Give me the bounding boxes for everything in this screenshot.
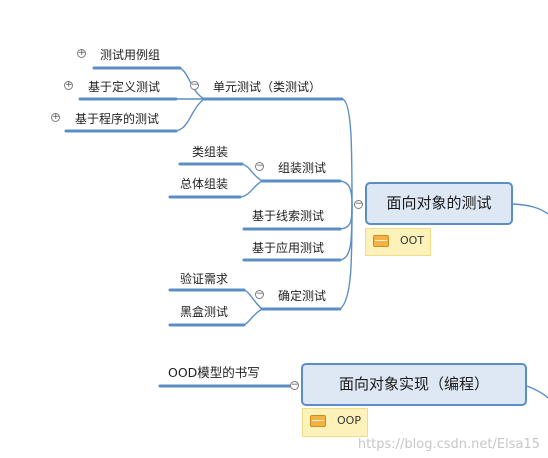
expand-icon[interactable]: + [51, 112, 60, 122]
subtopic-blackbox-test[interactable]: 黑盒测试 [180, 305, 229, 319]
expand-icon[interactable]: + [77, 48, 86, 58]
topic-ood-model-writing[interactable]: OOD模型的书写 [168, 365, 260, 380]
subtopic-total-assembly[interactable]: 总体组装 [180, 177, 229, 191]
watermark: https://blog.csdn.net/Elsa15 [357, 437, 540, 452]
connector-main-to-usage [339, 203, 353, 261]
topic-unit-test[interactable]: 单元测试（类测试） [213, 80, 322, 94]
collapse-icon[interactable]: − [255, 289, 264, 299]
note-icon [310, 415, 326, 427]
collapse-icon[interactable]: − [354, 199, 363, 209]
expand-icon[interactable]: + [64, 80, 73, 90]
collapse-icon[interactable]: − [290, 380, 299, 390]
note-oop[interactable]: OOP [302, 408, 368, 437]
subtopic-verify-requirements[interactable]: 验证需求 [180, 272, 229, 286]
connector-validation-to-children [243, 289, 263, 326]
connector-main-right [512, 203, 548, 215]
topic-thread-based-test[interactable]: 基于线索测试 [252, 209, 325, 223]
subtopic-test-case-group[interactable]: 测试用例组 [100, 48, 161, 62]
connector-main-to-unit [341, 98, 353, 205]
collapse-icon[interactable]: − [190, 80, 199, 90]
subtopic-definition-based-test[interactable]: 基于定义测试 [88, 80, 161, 94]
main-topic-oop-label: 面向对象实现（编程） [338, 375, 489, 393]
note-oop-text: OOP [337, 414, 361, 427]
collapse-icon[interactable]: − [255, 161, 264, 171]
note-oot[interactable]: OOT [365, 228, 431, 256]
connector-main-to-validation [339, 203, 353, 310]
main-topic-oot-label: 面向对象的测试 [386, 194, 492, 212]
connector-unit-to-children [175, 67, 205, 132]
main-topic-oop[interactable]: 面向对象实现（编程） [301, 363, 527, 406]
topic-validation-test[interactable]: 确定测试 [278, 289, 327, 303]
subtopic-program-based-test[interactable]: 基于程序的测试 [75, 112, 160, 126]
connector-main2-right [526, 385, 548, 399]
subtopic-class-assembly[interactable]: 类组装 [192, 145, 229, 159]
connector-main-to-integration [339, 180, 353, 205]
main-topic-oot[interactable]: 面向对象的测试 [365, 182, 513, 225]
connector-integration-to-children [239, 163, 263, 198]
topic-integration-test[interactable]: 组装测试 [278, 161, 327, 175]
note-icon [373, 235, 389, 247]
note-oot-text: OOT [400, 234, 425, 247]
topic-usage-based-test[interactable]: 基于应用测试 [252, 241, 325, 255]
connector-main-to-thread [339, 203, 353, 230]
